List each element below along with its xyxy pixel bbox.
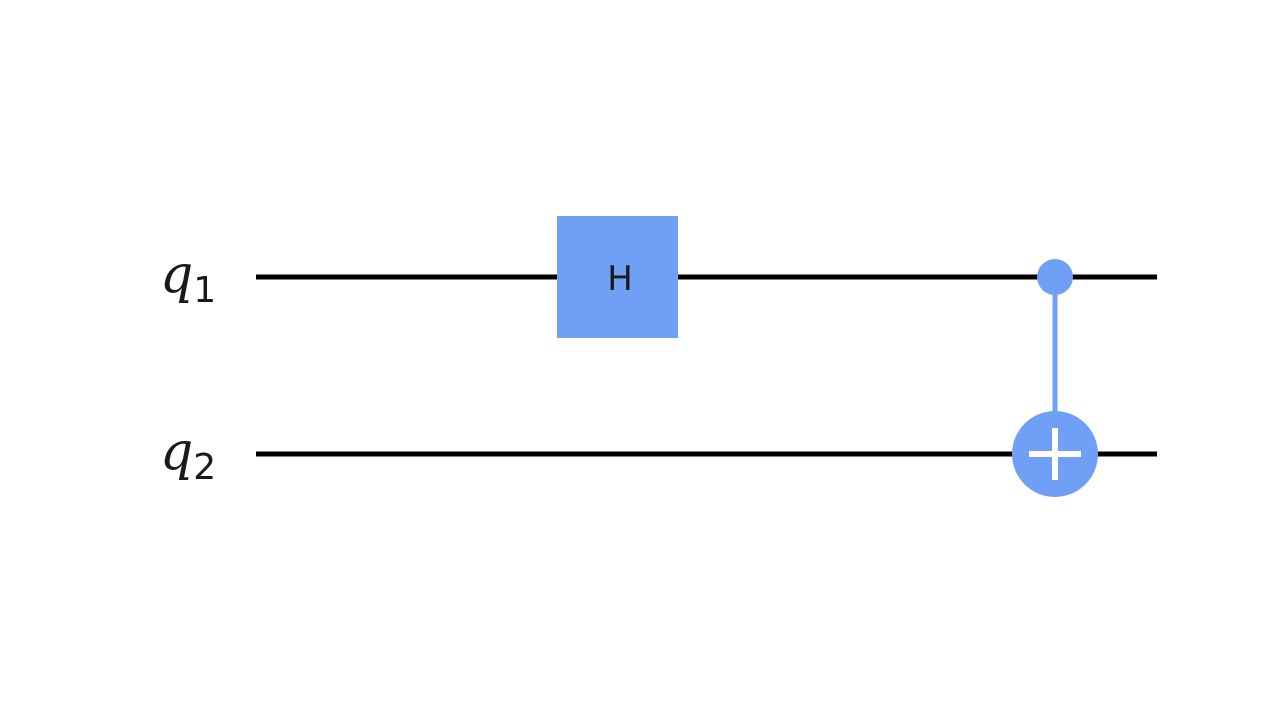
hadamard-gate: H (557, 216, 678, 338)
cnot-gate (1012, 259, 1098, 497)
qubit-label-q2: q2 (160, 422, 216, 488)
hadamard-gate-label: H (607, 259, 633, 299)
qubit-label-index: 1 (193, 270, 216, 311)
qubit-label-q1: q1 (160, 245, 216, 311)
qubit-label-index: 2 (193, 447, 216, 488)
qubit-label-name: q (160, 245, 193, 305)
hadamard-gate-box (557, 216, 678, 338)
qubit-label-name: q (160, 422, 193, 482)
cnot-control-dot (1037, 259, 1073, 295)
